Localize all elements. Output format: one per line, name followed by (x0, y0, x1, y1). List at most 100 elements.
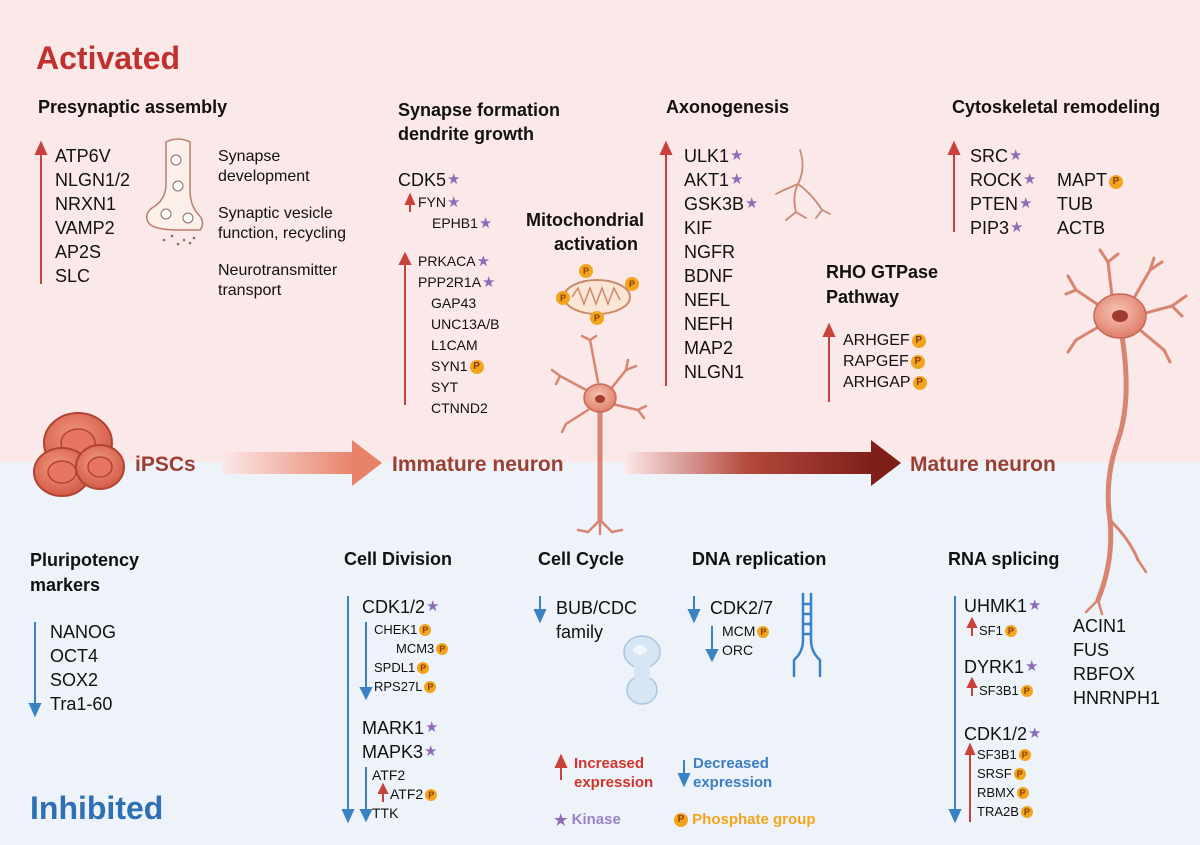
phosphate-icon: P (1020, 685, 1033, 697)
legend-kinase: ★ Kinase (553, 811, 621, 829)
gene-label: FYN (418, 194, 446, 210)
kinase-icon: ★ (426, 598, 440, 615)
stage-arrow-2 (625, 440, 901, 486)
gene-label: Tra1-60 (50, 694, 113, 714)
svg-text:P: P (583, 266, 589, 276)
gene-label: MCM (722, 623, 756, 639)
kinase-icon: ★ (1023, 171, 1037, 188)
presynaptic-gene-list: ATP6V NLGN1/2 NRXN1 VAMP2 AP2S SLC (55, 144, 130, 288)
gene-label: CHEK1 (374, 622, 418, 637)
kinase-icon: ★ (424, 743, 438, 760)
mature-neuron-illustration (1064, 248, 1188, 616)
cytoskeletal-gene-list: SRC★ ROCK★ PTEN★ PIP3★ (970, 144, 1036, 240)
activated-label: Activated (36, 40, 181, 76)
division-mapk3-gene: MAPK3★ (362, 740, 437, 764)
uhmk1-gene: UHMK1★ (964, 594, 1041, 618)
gene-label: NEFL (684, 290, 731, 310)
gene-row: PRKACA★ (418, 251, 496, 272)
gene-label: NRXN1 (55, 194, 117, 214)
mitochondrion-illustration (563, 279, 631, 315)
gene-label: UHMK1 (964, 596, 1028, 616)
kinase-icon: ★ (730, 171, 744, 188)
title-line: Pathway (826, 287, 900, 307)
kinase-icon: ★ (425, 719, 439, 736)
kinase-icon: ★ (447, 171, 461, 188)
function-label: function, recycling (218, 225, 347, 242)
title-line: dendrite growth (398, 124, 534, 144)
phosphate-icon: P (436, 643, 449, 655)
title-line: RHO GTPase (826, 262, 939, 282)
gene-row: PIP3★ (970, 216, 1036, 240)
stage-label-mature-neuron: Mature neuron (910, 453, 1056, 476)
pluripotency-markers-title: Pluripotency markers (30, 548, 139, 598)
phosphate-icon: P (1004, 625, 1017, 637)
increased-expression-arrows (34, 140, 978, 822)
kinase-icon: ★ (1028, 597, 1042, 614)
cdk5-gene: CDK5★ (398, 168, 460, 192)
gene-label: SF1 (979, 623, 1003, 638)
gene-row: GSK3B★ (684, 192, 758, 216)
title-line: activation (554, 234, 639, 254)
svg-text:P: P (560, 293, 566, 303)
gene-label: RBMX (977, 785, 1015, 800)
gene-label: SRSF (977, 766, 1012, 781)
phosphate-icon: P (674, 813, 688, 827)
gene-row: ROCK★ (970, 168, 1036, 192)
cell-cycle-genes: BUB/CDC family (556, 596, 637, 644)
gene-label: RBFOX (1073, 664, 1136, 684)
gene-label: NANOG (50, 622, 117, 642)
gene-label: SOX2 (50, 670, 99, 690)
dna-replication-illustration (792, 592, 822, 678)
kinase-icon: ★ (1010, 219, 1024, 236)
gene-label: ROCK (970, 170, 1023, 190)
phosphate-icon: P (1020, 806, 1033, 818)
phosphate-icon: P (419, 624, 432, 636)
gene-label: ATF2 (372, 767, 406, 783)
immature-neuron-illustration (550, 334, 648, 536)
gene-label: PPP2R1A (418, 274, 482, 290)
gene-label: ATF2 (390, 786, 424, 802)
gene-label: SLC (55, 266, 91, 286)
function-label: Synaptic vesicle (218, 205, 333, 222)
gene-label: L1CAM (431, 337, 478, 353)
gene-label: ARHGEF (843, 332, 910, 349)
gene-label: BUB/CDC (556, 598, 638, 618)
gene-label: MAP2 (684, 338, 734, 358)
decreased-expression-arrows (28, 596, 962, 824)
gene-label: SYT (431, 379, 459, 395)
presynaptic-functions: Synapse development Synaptic vesicle fun… (218, 147, 346, 301)
gene-label: BDNF (684, 266, 733, 286)
dyrk1-gene: DYRK1★ (964, 655, 1038, 679)
phosphate-icon: P (417, 662, 430, 674)
phosphate-icon: P (1013, 768, 1026, 780)
rna-splicing-title: RNA splicing (948, 549, 1060, 569)
gene-label: TUB (1057, 194, 1093, 214)
presynaptic-terminal-illustration (145, 138, 204, 246)
gene-label: CDK5 (398, 170, 447, 190)
gene-label: SYN1 (431, 358, 468, 374)
gene-label: FUS (1073, 640, 1109, 660)
phosphate-icon: P (469, 360, 484, 374)
gene-label: NGFR (684, 242, 735, 262)
gene-label: GSK3B (684, 194, 745, 214)
gene-label: TTK (372, 805, 399, 821)
phosphate-icon: P (1016, 787, 1029, 799)
gene-row: ULK1★ (684, 144, 758, 168)
gene-label: VAMP2 (55, 218, 115, 238)
gene-label: CTNND2 (431, 400, 488, 416)
pluripotency-gene-list: NANOG OCT4 SOX2 Tra1-60 (50, 620, 116, 716)
gene-label: family (556, 622, 604, 642)
kinase-icon: ★ (554, 812, 568, 829)
title-line: Synapse formation (398, 100, 561, 120)
gene-label: TRA2B (977, 804, 1019, 819)
